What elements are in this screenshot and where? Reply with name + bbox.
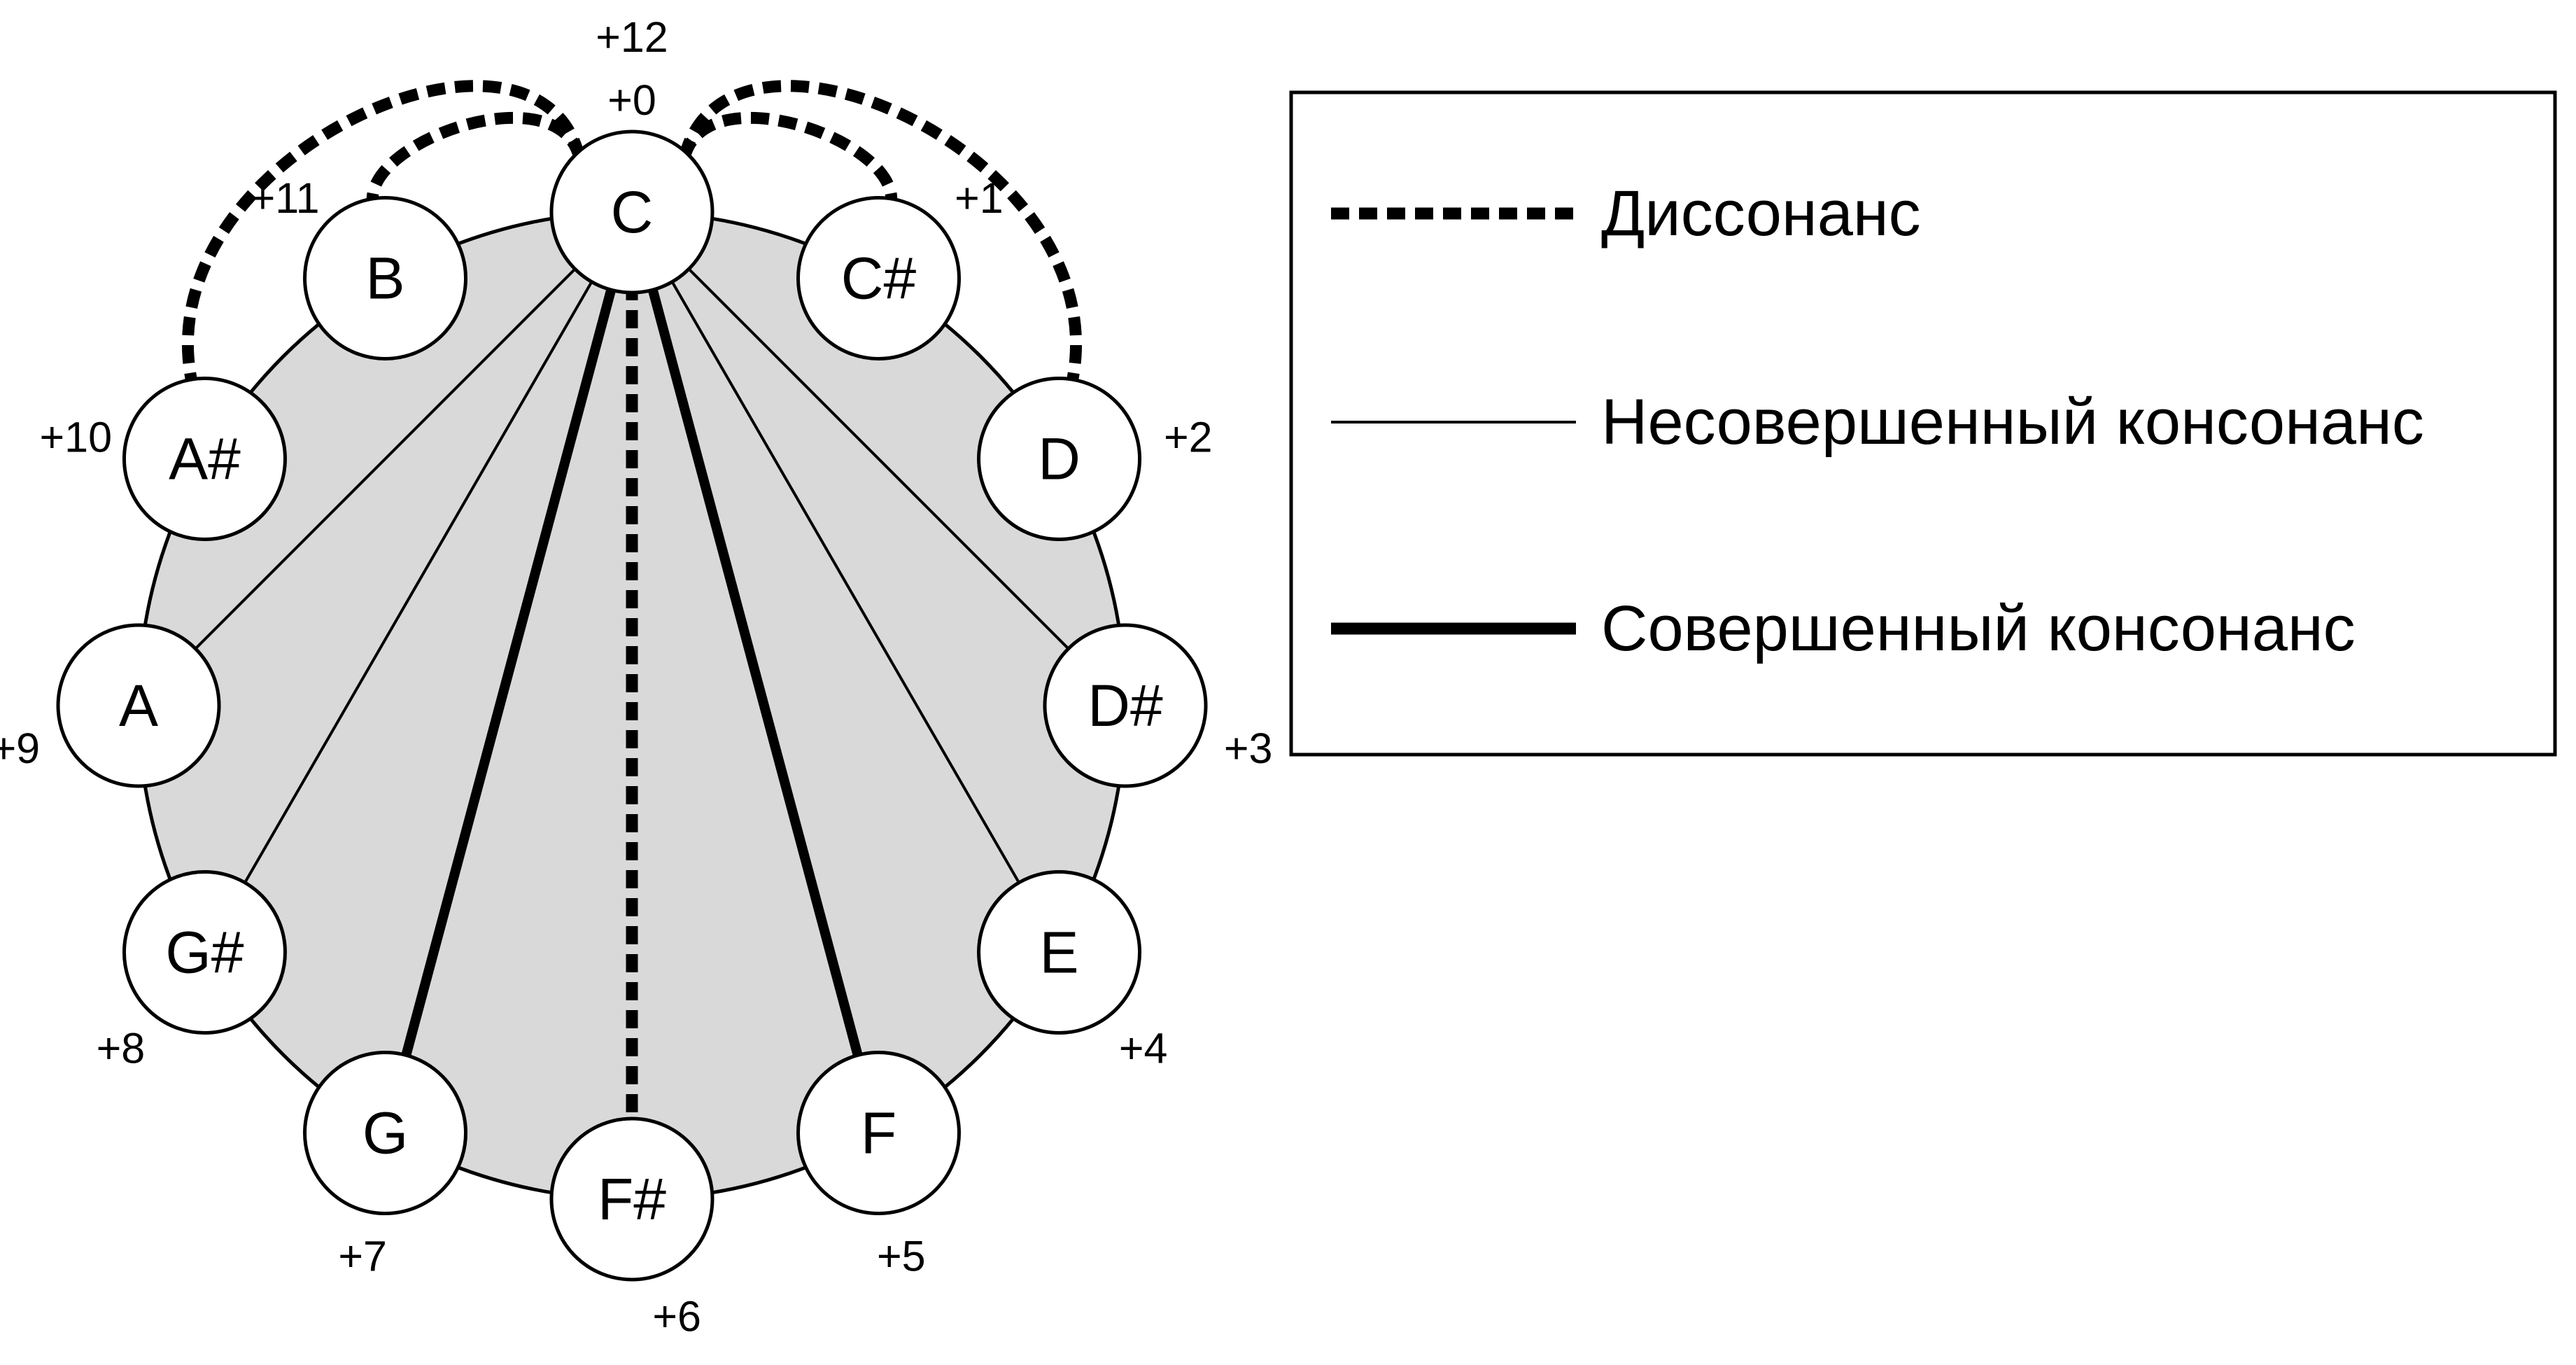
note-circle xyxy=(549,130,715,295)
offset-label-alt-c: +12 xyxy=(596,13,668,61)
note-label: F xyxy=(861,1100,896,1166)
note-node-g: G xyxy=(303,1051,467,1216)
note-node-f-sharp: F# xyxy=(549,1116,715,1282)
interval-c-d xyxy=(678,80,1083,385)
interval-c-d-sharp xyxy=(631,211,1127,707)
offset-label-g: +7 xyxy=(338,1232,387,1280)
interval-c-g xyxy=(380,211,637,1135)
note-node-a: A xyxy=(56,623,221,788)
offset-label-c-sharp: +1 xyxy=(955,174,1004,222)
note-nodes: C C# D D# E F F# G G# A A# B xyxy=(56,130,1208,1282)
offset-label-a-sharp: +10 xyxy=(40,414,112,461)
note-circle xyxy=(977,870,1142,1035)
legend-label-dissonance: Диссонанс xyxy=(1601,178,1921,249)
note-label: A xyxy=(119,673,158,738)
note-circle xyxy=(56,623,221,788)
note-label: B xyxy=(365,245,404,311)
interval-c-c-sharp xyxy=(678,111,898,204)
note-node-g-sharp: G# xyxy=(122,870,287,1035)
legend-label-imperfect: Несовершенный консонанс xyxy=(1601,386,2424,458)
interval-connectors xyxy=(137,80,1127,1157)
note-label: D xyxy=(1038,426,1081,492)
offset-label-a: +9 xyxy=(0,724,40,772)
offset-label-c: +0 xyxy=(607,76,656,124)
note-circle xyxy=(122,377,287,541)
legend: Диссонанс Несовершенный консонанс Соверш… xyxy=(1289,90,2557,757)
interval-c-b xyxy=(366,111,586,204)
note-circle xyxy=(122,870,287,1035)
note-label: A# xyxy=(169,426,241,492)
offset-labels: +0 +12 +1 +2 +3 +4 +5 +6 +7 +8 +9 +10 +11 xyxy=(0,13,1272,1340)
note-node-e: E xyxy=(977,870,1142,1035)
note-circle xyxy=(796,1051,961,1216)
offset-label-g-sharp: +8 xyxy=(97,1024,146,1072)
interval-c-e xyxy=(631,211,1061,953)
note-label: G xyxy=(363,1100,408,1166)
legend-label-perfect: Совершенный консонанс xyxy=(1601,593,2356,664)
note-circle xyxy=(1043,623,1208,788)
note-circle xyxy=(549,1116,715,1282)
note-circle xyxy=(977,377,1142,541)
interval-c-a xyxy=(137,211,633,707)
note-node-c: C xyxy=(549,130,715,295)
note-node-f: F xyxy=(796,1051,961,1216)
offset-label-f-sharp: +6 xyxy=(652,1293,701,1340)
interval-c-a-sharp xyxy=(181,80,586,385)
note-label: C# xyxy=(841,245,917,311)
interval-c-g-sharp xyxy=(203,211,633,953)
note-label: C xyxy=(611,179,654,245)
offset-label-d-sharp: +3 xyxy=(1224,724,1273,772)
note-circle xyxy=(796,195,961,360)
note-circle xyxy=(303,195,467,360)
offset-label-e: +4 xyxy=(1119,1024,1168,1072)
note-node-b: B xyxy=(303,195,467,360)
note-label: G# xyxy=(165,920,244,986)
note-node-a-sharp: A# xyxy=(122,377,287,541)
note-node-d-sharp: D# xyxy=(1043,623,1208,788)
note-label: D# xyxy=(1088,673,1163,738)
note-label: E xyxy=(1040,920,1079,986)
interval-c-f xyxy=(627,211,884,1135)
note-label: F# xyxy=(598,1166,666,1232)
note-node-d: D xyxy=(977,377,1142,541)
offset-label-d: +2 xyxy=(1164,414,1213,461)
note-circle xyxy=(303,1051,467,1216)
offset-label-f: +5 xyxy=(877,1232,926,1280)
offset-label-b: +11 xyxy=(251,174,320,222)
note-node-c-sharp: C# xyxy=(796,195,961,360)
